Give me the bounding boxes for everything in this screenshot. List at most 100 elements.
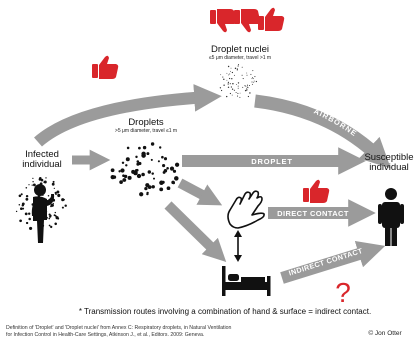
nucleus-particle	[219, 87, 222, 89]
infected-label-line1: Infected	[25, 149, 59, 160]
infected-label-line2: individual	[22, 159, 62, 170]
nucleus-particle	[237, 87, 239, 89]
nucleus-particle	[253, 81, 255, 83]
spray-particle	[21, 202, 25, 206]
droplet-particle	[141, 151, 146, 157]
arrow-indirect-contact	[280, 240, 386, 284]
droplet-particle	[141, 172, 145, 177]
droplet-particle	[120, 168, 125, 173]
nucleus-particle	[246, 89, 248, 91]
droplet-particle	[122, 178, 127, 182]
spray-particle	[29, 226, 33, 230]
spray-particle	[49, 214, 52, 217]
spray-particle	[28, 184, 30, 186]
droplet-particle	[153, 177, 155, 180]
droplet-particle	[163, 168, 168, 173]
spray-particle	[53, 187, 55, 190]
nucleus-particle	[229, 73, 231, 75]
droplet-particle	[138, 146, 141, 150]
droplet-particle	[150, 142, 155, 146]
nucleus-particle	[250, 73, 252, 75]
arrow-infected-to-nuclei	[34, 84, 222, 147]
spray-particle	[32, 181, 34, 183]
spray-particle	[31, 184, 33, 186]
source-citation: Definition of 'Droplet' and 'Droplet nuc…	[6, 325, 351, 338]
thumbs-up-icon	[303, 179, 330, 203]
nucleus-particle	[228, 77, 231, 80]
nucleus-particle	[254, 76, 256, 78]
person-icon	[378, 188, 404, 246]
droplet-particle	[144, 186, 148, 191]
nucleus-particle	[252, 70, 254, 72]
nucleus-particle	[237, 65, 239, 67]
nucleus-particle	[251, 81, 253, 83]
nucleus-particle	[231, 94, 233, 96]
droplet-particle	[146, 192, 149, 196]
credit: © Jon Otter	[368, 330, 402, 337]
nucleus-particle	[230, 67, 232, 69]
droplet-particle	[135, 155, 138, 159]
spray-particle	[50, 203, 54, 207]
droplets-label: Droplets >5 μm diameter, travel ≤1 m	[96, 118, 196, 135]
spray-particle	[47, 194, 50, 197]
nucleus-particle	[247, 95, 250, 98]
droplet-nuclei-label: Droplet nuclei ≤5 μm diameter, travel >1…	[190, 45, 290, 62]
sneezing-person-icon	[15, 176, 67, 243]
droplet-particle	[119, 180, 123, 184]
nucleus-particle	[246, 86, 248, 88]
droplet-particle	[172, 181, 176, 185]
nucleus-particle	[229, 92, 231, 95]
source-line1: Definition of 'Droplet' and 'Droplet nuc…	[6, 325, 232, 331]
nucleus-particle	[244, 85, 246, 87]
nucleus-particle	[246, 72, 248, 74]
spray-particle	[43, 180, 47, 184]
nucleus-particle	[239, 96, 241, 98]
nucleus-particle	[236, 68, 238, 70]
spray-particle	[45, 177, 47, 179]
nucleus-particle	[227, 83, 229, 85]
droplet-particle	[159, 187, 164, 192]
spray-particle	[57, 217, 60, 220]
arrow-droplets-to-bed	[164, 201, 227, 263]
spray-particle	[51, 182, 55, 186]
droplet-particle	[174, 176, 179, 181]
droplet-particle	[136, 160, 140, 163]
nucleus-particle	[253, 80, 255, 82]
nucleus-particle	[237, 85, 239, 87]
spray-particle	[52, 180, 55, 183]
nucleus-particle	[241, 66, 243, 68]
hand-bed-link-arrow	[234, 230, 242, 262]
spray-particle	[32, 183, 36, 187]
spray-particle	[50, 225, 53, 229]
droplets-cluster	[110, 142, 180, 197]
droplet-particle	[166, 167, 169, 170]
droplet-particle	[145, 183, 150, 188]
droplet-nuclei-cluster	[219, 64, 258, 98]
nucleus-particle	[223, 78, 225, 81]
footnote: * Transmission routes involving a combin…	[78, 307, 372, 316]
nucleus-particle	[231, 78, 233, 80]
droplet-particle	[142, 145, 147, 150]
spray-particle	[38, 176, 42, 180]
droplet-particle	[110, 168, 115, 173]
spray-particle	[54, 191, 57, 195]
nucleus-particle	[226, 95, 228, 98]
arrow-droplets-to-hand	[177, 178, 223, 206]
droplet-particle	[151, 185, 155, 189]
spray-particle	[57, 193, 61, 198]
droplet-particle	[126, 146, 130, 150]
nucleus-particle	[227, 65, 230, 68]
question-mark-icon: ?	[335, 277, 351, 308]
spray-particle	[61, 198, 65, 202]
spray-particle	[28, 217, 31, 221]
droplet-particle	[162, 164, 166, 168]
nucleus-particle	[242, 86, 244, 88]
droplets-detail: >5 μm diameter, travel ≤1 m	[114, 128, 178, 134]
nucleus-particle	[241, 74, 243, 76]
nucleus-particle	[236, 69, 238, 71]
spray-particle	[20, 207, 23, 210]
droplet-particle	[172, 169, 177, 173]
nucleus-particle	[226, 79, 228, 81]
route-label-droplet: DROPLET	[251, 157, 292, 166]
